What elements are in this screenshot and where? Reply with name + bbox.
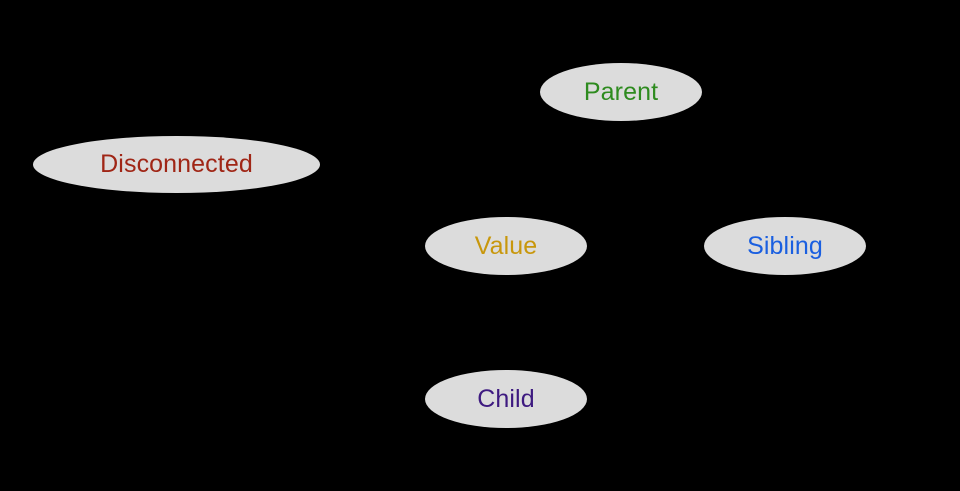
graph-node-label: Value (474, 231, 538, 260)
graph-node-label: Sibling (747, 231, 823, 260)
graph-node-label: Child (477, 384, 535, 413)
graph-node-parent[interactable]: Parent (540, 63, 702, 121)
graph-node-disconnected[interactable]: Disconnected (33, 136, 320, 193)
graph-node-label: Parent (583, 77, 659, 106)
graph-node-label: Disconnected (100, 150, 253, 178)
graph-node-value[interactable]: Value (425, 217, 587, 275)
graph-node-child[interactable]: Child (425, 370, 587, 428)
graph-node-sibling[interactable]: Sibling (704, 217, 866, 275)
